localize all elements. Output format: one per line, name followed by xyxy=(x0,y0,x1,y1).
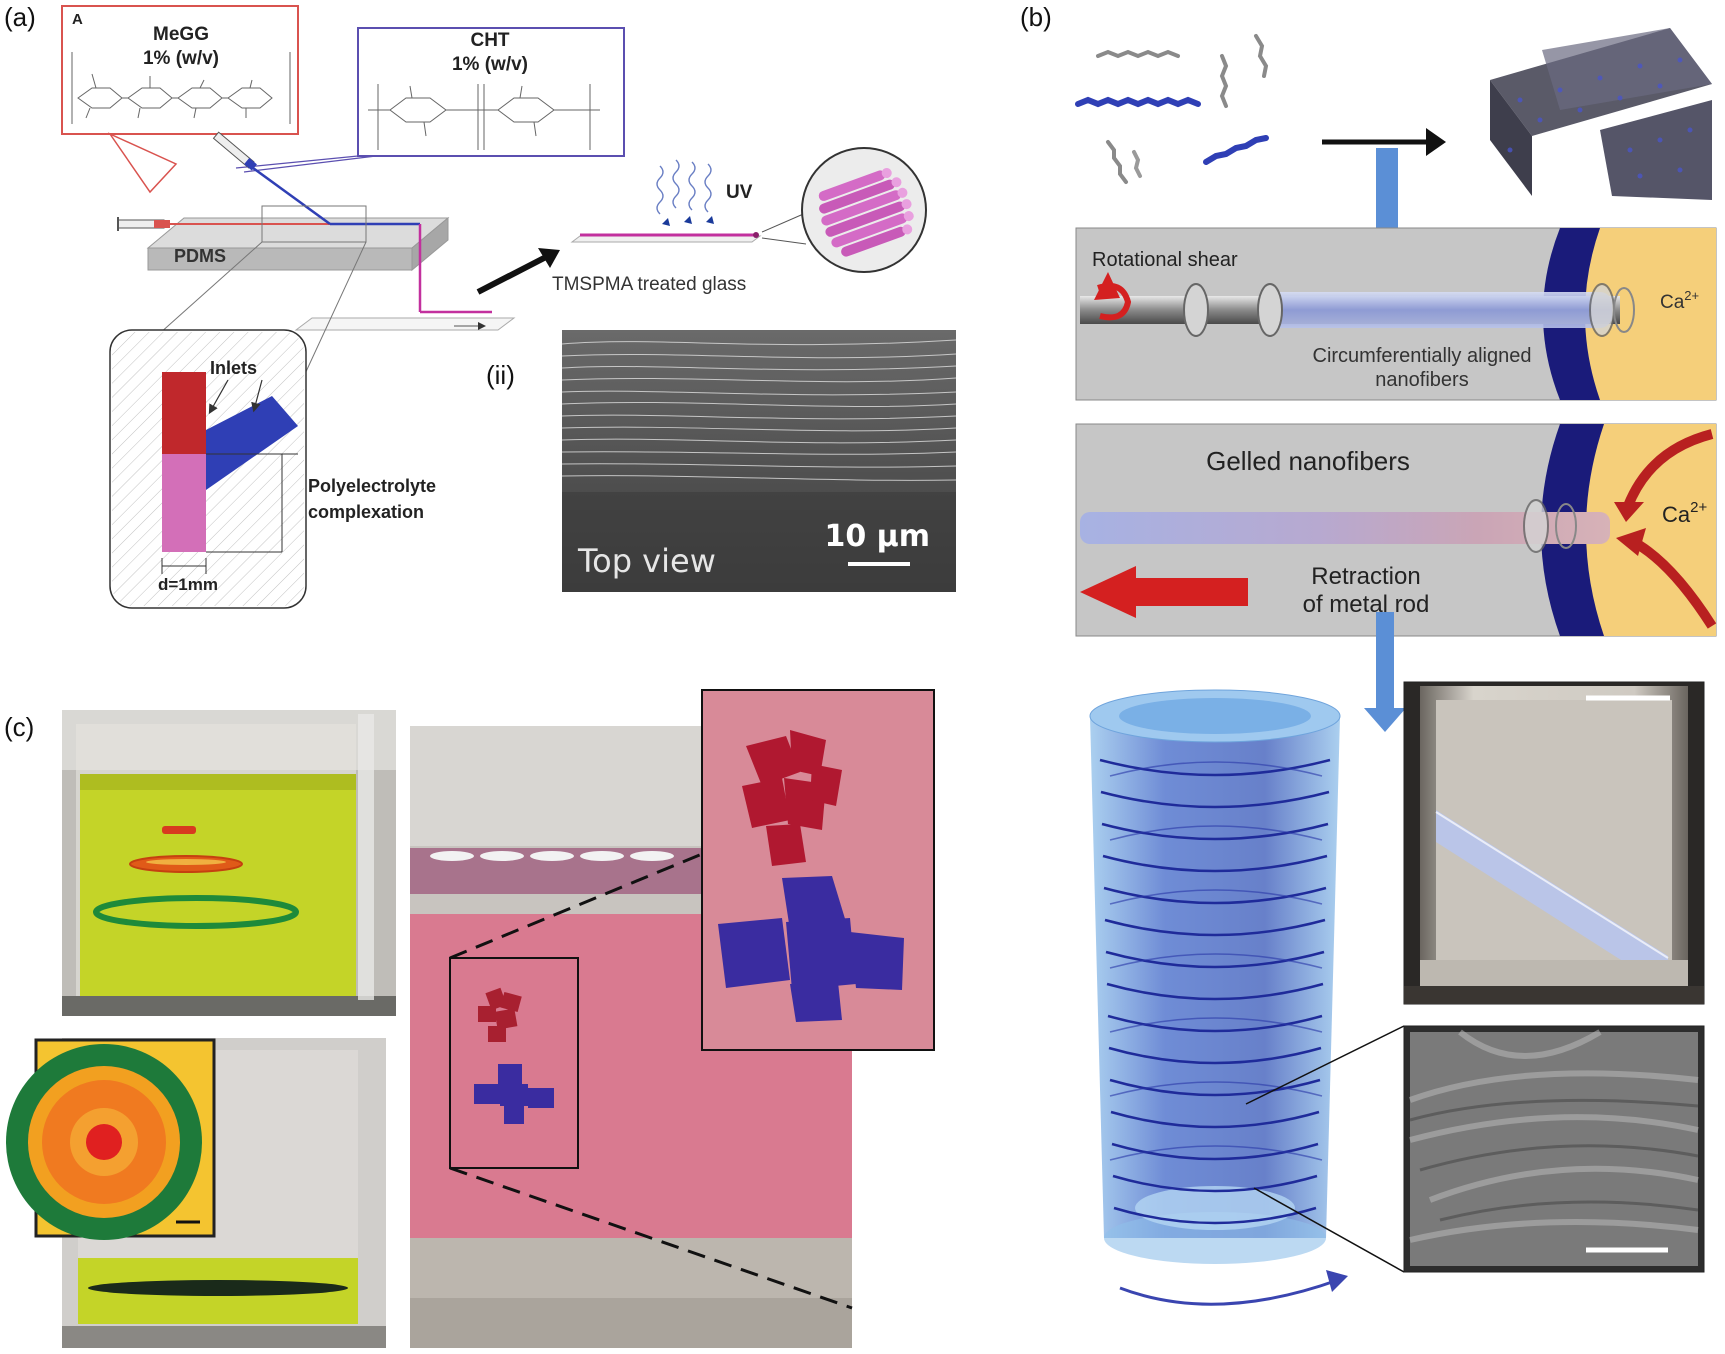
ca-ion-label-2: Ca2+ xyxy=(1662,499,1707,527)
gelled-nanofibers-box: Gelled nanofibers Ca2+ Retraction of met… xyxy=(1075,423,1717,637)
sem-scale-bar-label: 10 µm xyxy=(824,519,930,554)
outlet-magenta-channel xyxy=(162,454,206,552)
megg-title: MeGG xyxy=(153,24,209,45)
panel-a: (a) A MeGG 1% (w/v) xyxy=(4,2,957,609)
zoomed-structures-inset xyxy=(701,689,935,1051)
ca-ion-label-1: Ca2+ xyxy=(1660,288,1699,313)
process-arrow-head xyxy=(538,248,560,268)
fiber-end xyxy=(753,232,759,238)
down-arrow-2-head xyxy=(1364,708,1406,732)
cht-callout-line-2 xyxy=(243,155,377,173)
panel-c-label: (c) xyxy=(4,712,34,742)
magnify-line-bottom xyxy=(761,237,807,245)
zoomed-red-structure xyxy=(742,730,842,866)
aligned-label-line-2: nanofibers xyxy=(1375,369,1468,391)
zoom-dash-line-top xyxy=(449,852,703,960)
cht-chemical-structure xyxy=(368,84,600,150)
panel-b-label: (b) xyxy=(1020,2,1052,32)
megg-box-letter: A xyxy=(72,11,83,28)
inlet-red-channel xyxy=(162,372,206,454)
down-arrow-2-shaft xyxy=(1376,612,1394,712)
center-red-disc xyxy=(86,1124,122,1160)
retraction-label-1: Retraction xyxy=(1311,563,1420,590)
retraction-arrow-shaft xyxy=(1130,578,1248,606)
cht-title: CHT xyxy=(470,30,509,51)
pdms-chip: PDMS xyxy=(117,131,492,314)
sem-pointer-line-2 xyxy=(1253,1187,1405,1273)
zoom-region xyxy=(261,205,367,243)
magnify-line-top xyxy=(761,211,809,233)
sem-pointer-line-1 xyxy=(1245,1025,1405,1105)
uv-label: UV xyxy=(726,182,753,203)
nanofiber-monomers xyxy=(1075,34,1269,184)
tmspma-glass-slide xyxy=(570,235,762,243)
rotation-arrow-icon xyxy=(1094,272,1120,300)
small-red-structure xyxy=(478,987,522,1042)
aligned-label-line-1: Circumferentially aligned xyxy=(1313,345,1532,367)
polyelectrolyte-label: Polyelectrolyte xyxy=(308,476,436,496)
gelled-nanofibers-label: Gelled nanofibers xyxy=(1206,446,1410,476)
tube-vial-photo xyxy=(1403,681,1705,1005)
megg-callout xyxy=(107,132,178,194)
pdms-label: PDMS xyxy=(174,246,226,266)
cht-concentration: 1% (w/v) xyxy=(452,54,528,75)
glass-label: TMSPMA treated glass xyxy=(552,274,746,295)
fiber-bundle-magnified xyxy=(801,147,927,273)
zoom-dash-line-bottom xyxy=(449,1166,853,1310)
process-arrow-shaft xyxy=(476,253,550,295)
small-blue-structure xyxy=(474,1064,554,1124)
cuvette-photo-top xyxy=(62,710,396,1016)
settled-rings xyxy=(88,1280,348,1296)
panel-c: (c) xyxy=(4,689,935,1348)
rotation-direction-arrowhead xyxy=(1326,1270,1348,1292)
panel-a-label: (a) xyxy=(4,2,36,32)
megg-structure-box: A MeGG 1% (w/v) xyxy=(61,5,299,135)
green-liquid xyxy=(80,774,356,996)
zoom-selection-box xyxy=(449,957,579,1169)
sem-image-fibrous-wall xyxy=(1403,1025,1705,1273)
red-disc-object xyxy=(162,826,196,834)
rotational-shear-label: Rotational shear xyxy=(1092,249,1238,271)
cuvette-photo-bottom xyxy=(6,1038,386,1348)
panel-b: (b) xyxy=(1020,2,1717,1306)
megg-chemical-structure xyxy=(71,52,291,124)
green-ring-object xyxy=(93,895,299,929)
rotational-shear-box: Rotational shear Ca2+ Circumferentially … xyxy=(1075,227,1717,401)
cht-structure-box: CHT 1% (w/v) xyxy=(357,27,625,157)
assembled-fiber-bundles xyxy=(1490,28,1712,200)
inlets-label: Inlets xyxy=(210,358,257,378)
zoomed-blue-structure xyxy=(718,876,904,1022)
fabricated-tube xyxy=(1436,810,1668,990)
sem-image-aligned-fibers: 10 µm Top view xyxy=(561,330,957,592)
inlet-blue-channel xyxy=(206,396,298,490)
sem-caption: Top view xyxy=(577,542,716,580)
junction-inset: Inlets d=1mm xyxy=(109,329,307,609)
collection-slide xyxy=(294,317,516,331)
pink-cuvette-photo xyxy=(410,726,853,1348)
zoom-line-right xyxy=(303,241,367,377)
assembly-arrow-head xyxy=(1426,128,1446,156)
cht-callout-line-1 xyxy=(235,155,359,169)
channel-width-label: d=1mm xyxy=(158,575,218,594)
sub-panel-ii-label: (ii) xyxy=(486,360,515,390)
helical-fiber-tube xyxy=(1089,689,1348,1306)
concentric-rings-inset xyxy=(6,1038,216,1240)
uv-waves xyxy=(656,159,714,226)
retraction-arrow-head xyxy=(1080,566,1136,618)
complexation-label: complexation xyxy=(308,502,424,522)
rotation-direction-arrow xyxy=(1119,1278,1339,1306)
retraction-label-2: of metal rod xyxy=(1303,591,1430,618)
megg-concentration: 1% (w/v) xyxy=(143,48,219,69)
